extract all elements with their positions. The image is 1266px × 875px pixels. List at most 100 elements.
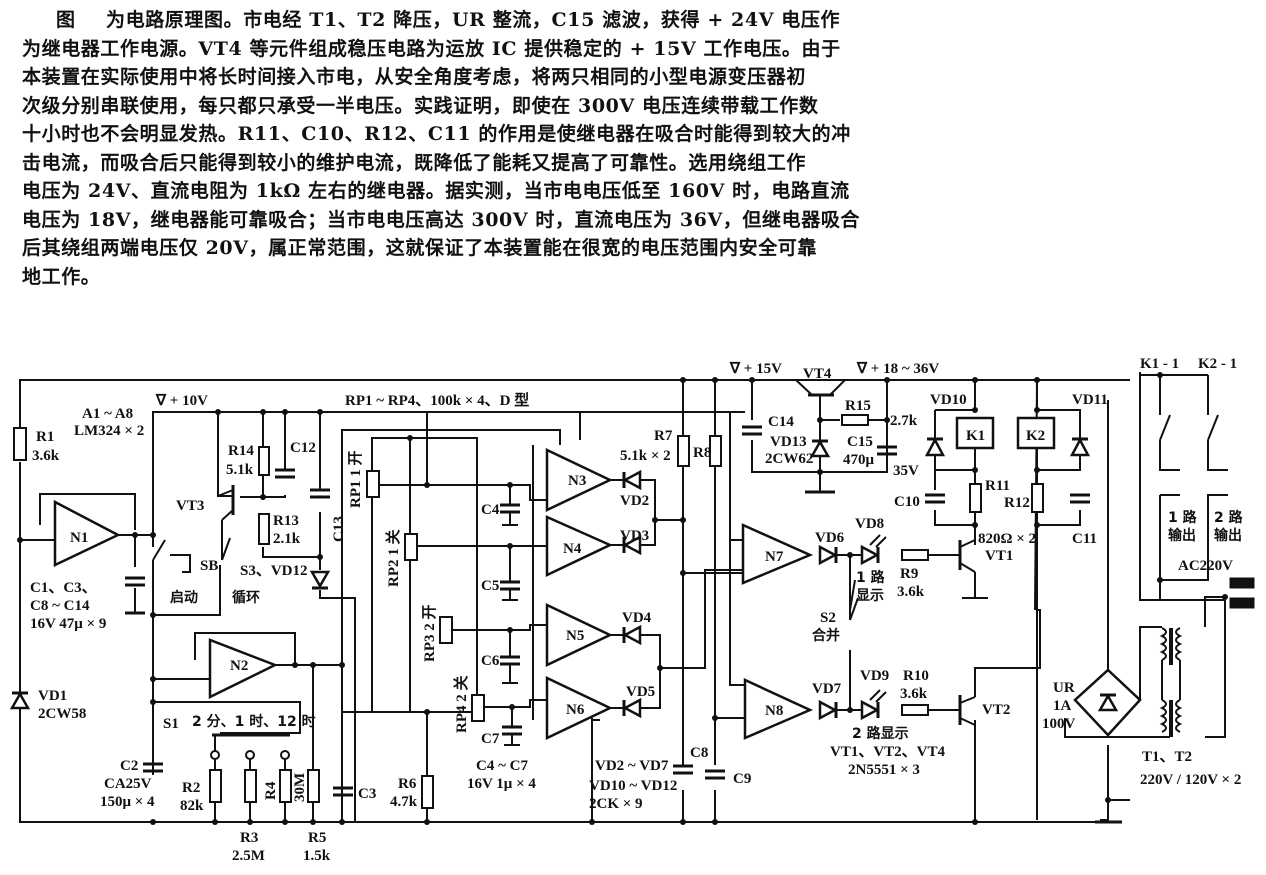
value-r15: 2.7k [890, 413, 918, 429]
switch-s3 [221, 537, 231, 561]
label-vt4: VT4 [803, 366, 832, 382]
opamp-n5 [545, 603, 613, 667]
note-rp-group: RP1 ~ RP4、100k × 4、D 型 [345, 391, 529, 409]
note-transistors-2: 2N5551 × 3 [848, 762, 920, 778]
capacitor-c5 [500, 546, 520, 601]
capacitor-c14 [742, 425, 762, 436]
figure-reference: 图 [56, 9, 76, 31]
relay-k1 [955, 416, 995, 450]
value-r14: 5.1k [226, 462, 254, 478]
value-r10: 3.6k [900, 686, 928, 702]
label-ur: UR [1053, 680, 1075, 696]
resistor-r4 [279, 769, 292, 803]
label-r11: R11 [985, 478, 1010, 494]
note-trans-1: T1、T2 [1142, 749, 1192, 765]
label-s1: S1 [163, 716, 179, 732]
transistor-vt4 [795, 379, 846, 397]
label-r4: R4 [263, 781, 279, 800]
capacitor-c3 [333, 786, 353, 797]
text-line-10: 地工作。 [22, 265, 101, 288]
label-r8: R8 [693, 445, 711, 461]
value-ur-1: 1A [1053, 698, 1072, 714]
note-c4c7-2: 16V 1μ × 4 [467, 776, 536, 792]
label-s3-vd12: S3、VD12 [240, 563, 308, 579]
label-c3: C3 [358, 786, 376, 802]
note-trans-2: 220V / 120V × 2 [1140, 772, 1241, 788]
label-r13: R13 [273, 513, 299, 529]
label-vt2: VT2 [982, 702, 1010, 718]
resistor-r12 [1031, 483, 1044, 513]
transistors [217, 379, 976, 726]
label-vd10: VD10 [930, 392, 967, 408]
capacitor-c10 [925, 493, 945, 504]
resistor-r8 [709, 435, 722, 467]
capacitor-c7 [502, 707, 522, 746]
opamp-n6 [545, 676, 613, 740]
label-r5: R5 [308, 830, 326, 846]
diode-vd12 [309, 570, 331, 590]
value-r2: 82k [180, 798, 204, 814]
note-r7r8: 5.1k × 2 [620, 448, 671, 464]
value-c15-1: 470μ [843, 452, 875, 468]
resistor-r7 [677, 435, 690, 467]
label-sb: SB [200, 558, 218, 574]
label-c5: C5 [481, 578, 499, 594]
resistor-r9 [901, 549, 929, 561]
label-c10: C10 [894, 494, 920, 510]
capacitor-c11 [1070, 493, 1090, 504]
diode-vd10 [924, 437, 946, 457]
text-line-2: 为继电器工作电源。VT4 等元件组成稳压电路为运放 IC 提供稳定的 + 15V… [22, 37, 841, 60]
diode-vd5 [622, 697, 642, 719]
label-out2-1: 2 路 [1214, 509, 1244, 526]
resistor-rp4 [471, 694, 485, 722]
label-n2: N2 [230, 658, 248, 674]
value-vd13: 2CW62 [765, 451, 813, 467]
label-cycle: 循环 [232, 589, 260, 606]
value-r1: 3.6k [32, 448, 60, 464]
transformer-t1-t2 [1159, 627, 1183, 737]
capacitor-c4 [500, 485, 520, 526]
label-out1-2: 输出 [1168, 527, 1196, 544]
text-line-7: 电压为 24V、直流电阻为 1kΩ 左右的继电器。据实测，当市电电压低至 160… [22, 180, 850, 202]
resistor-r14 [258, 446, 270, 476]
label-k1-1: K1 - 1 [1140, 356, 1179, 372]
label-vd5: VD5 [626, 684, 655, 700]
label-vd11: VD11 [1072, 392, 1108, 408]
label-c12: C12 [290, 440, 316, 456]
label-vt1: VT1 [985, 548, 1013, 564]
label-vd8: VD8 [855, 516, 884, 532]
text-line-4: 次级分别串联使用，每只都只承受一半电压。实践证明，即使在 300V 电压连续带载… [22, 94, 819, 117]
label-rp3: RP3 2 开 [421, 605, 438, 663]
led-vd8 [860, 534, 887, 566]
value-ur-2: 100V [1042, 716, 1076, 732]
diode-vd3 [622, 534, 642, 556]
value-r6: 4.7k [390, 794, 418, 810]
label-c13: C13 [331, 516, 347, 542]
note-c4c7-1: C4 ~ C7 [476, 758, 528, 774]
label-c14: C14 [768, 414, 794, 430]
opamp-n3 [545, 448, 613, 512]
label-vd9: VD9 [860, 668, 889, 684]
capacitor-c9 [705, 769, 725, 780]
capacitor-c6 [500, 630, 520, 684]
value-vd1: 2CW58 [38, 706, 86, 722]
label-r9: R9 [900, 566, 918, 582]
label-c15: C15 [847, 434, 873, 450]
text-line-6: 击电流，而吸合后只能得到较小的维护电流，既降低了能耗又提高了可靠性。选用绕组工作 [22, 151, 807, 174]
switch-sb-left [152, 539, 166, 561]
value-r4: 30M [292, 773, 308, 802]
opamp-n4 [545, 515, 613, 577]
resistor-r3 [244, 769, 257, 803]
zener-vd1 [9, 691, 31, 710]
resistor-r5 [307, 769, 320, 803]
capacitor-c2 [143, 762, 163, 773]
wires [19, 372, 1228, 823]
label-rp1: RP1 1 开 [347, 451, 364, 509]
label-vd1: VD1 [38, 688, 67, 704]
rail-label-15v: ∇ + 15V [729, 361, 782, 377]
label-c4: C4 [481, 502, 500, 518]
relays [955, 416, 1056, 450]
capacitor-c12 [275, 468, 295, 479]
label-vt3: VT3 [176, 498, 204, 514]
label-n3: N3 [568, 473, 586, 489]
